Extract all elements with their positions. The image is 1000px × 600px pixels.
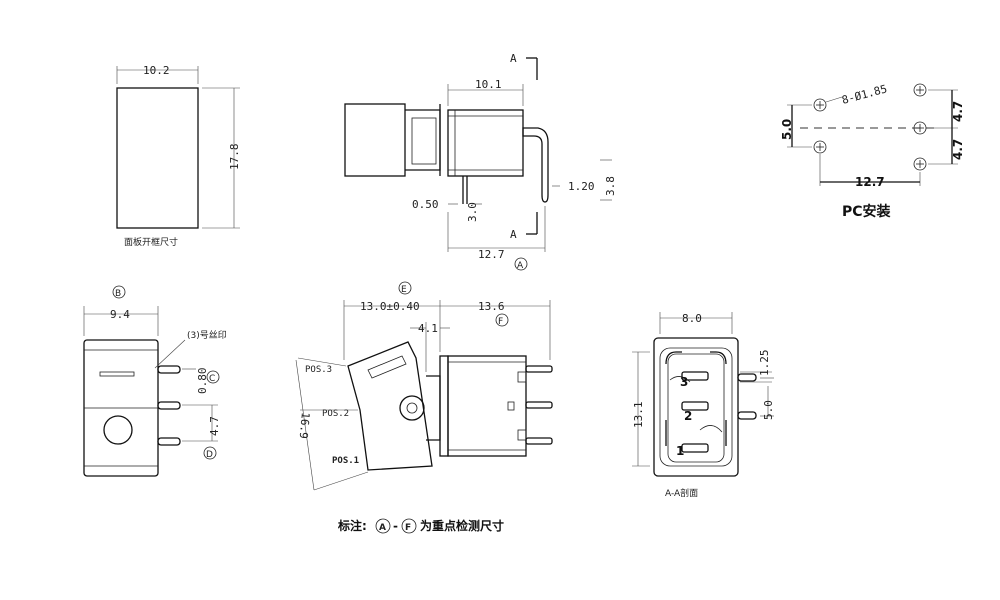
rocker-actuator xyxy=(347,341,433,471)
note-marker-a: A xyxy=(379,523,386,533)
front-view: B 9.4 (3)号丝印 0.80 C 4.7 D xyxy=(83,285,227,477)
main-pin xyxy=(525,437,553,445)
pc-hole xyxy=(913,157,927,171)
dim-080: 0.80 xyxy=(196,368,209,395)
dim-30: 3.0 xyxy=(466,202,479,222)
terminal-2 xyxy=(681,401,709,411)
dim-41: 4.1 xyxy=(418,322,438,335)
pc-hole xyxy=(813,98,827,112)
dim-38: 3.8 xyxy=(604,176,617,196)
front-pin xyxy=(157,401,181,410)
marker-f: F xyxy=(498,317,503,327)
note-marker-f: F xyxy=(405,523,411,533)
section-mark-a-top: A xyxy=(510,52,517,65)
panel-height-label: 17.8 xyxy=(228,144,241,171)
actuator-body xyxy=(344,103,406,177)
pc-hole xyxy=(913,83,927,97)
pc-hole xyxy=(813,140,827,154)
indicator-window xyxy=(103,415,133,445)
side-view-top: A A 10.1 0.50 3.0 1.20 3.8 12.7 A xyxy=(344,52,617,271)
bottom-width-label: 12.7 xyxy=(478,248,505,261)
marker-c: C xyxy=(209,374,215,384)
front-pin xyxy=(157,437,181,446)
marker-b: B xyxy=(115,289,121,299)
marker-e: E xyxy=(401,285,407,295)
section-height-label: 13.1 xyxy=(632,402,645,429)
marker-d: D xyxy=(206,450,213,460)
dim-050: 0.50 xyxy=(412,198,439,211)
term2-label: 2 xyxy=(684,409,692,423)
dim-169: 16.9 xyxy=(297,412,312,440)
width-tol-label: 13.0±0.40 xyxy=(360,300,420,313)
panel-cutout-rect xyxy=(116,87,199,229)
terminal-1 xyxy=(681,443,709,453)
inspection-note: 标注: A - F 为重点检测尺寸 xyxy=(337,518,504,534)
main-pin xyxy=(525,365,553,373)
note-suffix: 为重点检测尺寸 xyxy=(420,518,504,533)
top-width-label: 10.1 xyxy=(475,78,502,91)
pos3-label: POS.3 xyxy=(305,365,332,375)
silk-mark xyxy=(99,371,135,377)
section-pin xyxy=(737,411,757,420)
pc-mounting-view: 8-Ø1.85 5.0 4.7 4.7 12.7 PC安装 xyxy=(780,82,965,220)
side-view-main: E 13.0±0.40 13.6 F 4.1 POS.3 POS.2 POS.1… xyxy=(295,281,553,491)
section-outline xyxy=(653,337,739,477)
width-136-label: 13.6 xyxy=(478,300,505,313)
front-pin xyxy=(157,365,181,374)
pc-caption: PC安装 xyxy=(842,203,892,220)
pos2-label: POS.2 xyxy=(322,409,349,419)
panel-cutout-view: 10.2 17.8 面板开框尺寸 xyxy=(116,64,241,248)
switch-housing xyxy=(447,109,524,177)
dim-120: 1.20 xyxy=(568,180,595,193)
note-dash: - xyxy=(393,519,398,533)
rocker-pivot xyxy=(399,395,425,421)
silk-note: (3)号丝印 xyxy=(187,329,227,341)
terminal-3 xyxy=(681,371,709,381)
section-mark-a-bottom: A xyxy=(510,228,517,241)
marker-a: A xyxy=(517,261,524,271)
dim-125: 1.25 xyxy=(758,350,771,377)
section-pin xyxy=(737,373,757,382)
pc-terminal xyxy=(522,127,549,203)
section-caption: A-A剖面 xyxy=(665,487,698,499)
dim-47: 4.7 xyxy=(208,416,221,436)
pc-dim-47b: 4.7 xyxy=(951,139,965,160)
term1-label: 1 xyxy=(676,444,684,458)
main-pin xyxy=(525,401,553,409)
term3-label: 3 xyxy=(680,375,688,389)
note-prefix: 标注: xyxy=(337,518,367,533)
panel-caption: 面板开框尺寸 xyxy=(124,236,178,248)
front-width-label: 9.4 xyxy=(110,308,130,321)
pc-hole xyxy=(913,121,927,135)
panel-width-label: 10.2 xyxy=(143,64,170,77)
pc-dim-50: 5.0 xyxy=(780,119,794,140)
pc-hole-note: 8-Ø1.85 xyxy=(840,82,888,107)
pc-dim-47a: 4.7 xyxy=(951,101,965,122)
pos1-label: POS.1 xyxy=(332,456,359,466)
pc-dim-127: 12.7 xyxy=(855,175,885,189)
dim-50-section: 5.0 xyxy=(762,400,775,420)
section-width-label: 8.0 xyxy=(682,312,702,325)
section-aa-view: 3 2 1 8.0 13.1 1.25 5.0 A-A剖面 xyxy=(632,312,775,499)
